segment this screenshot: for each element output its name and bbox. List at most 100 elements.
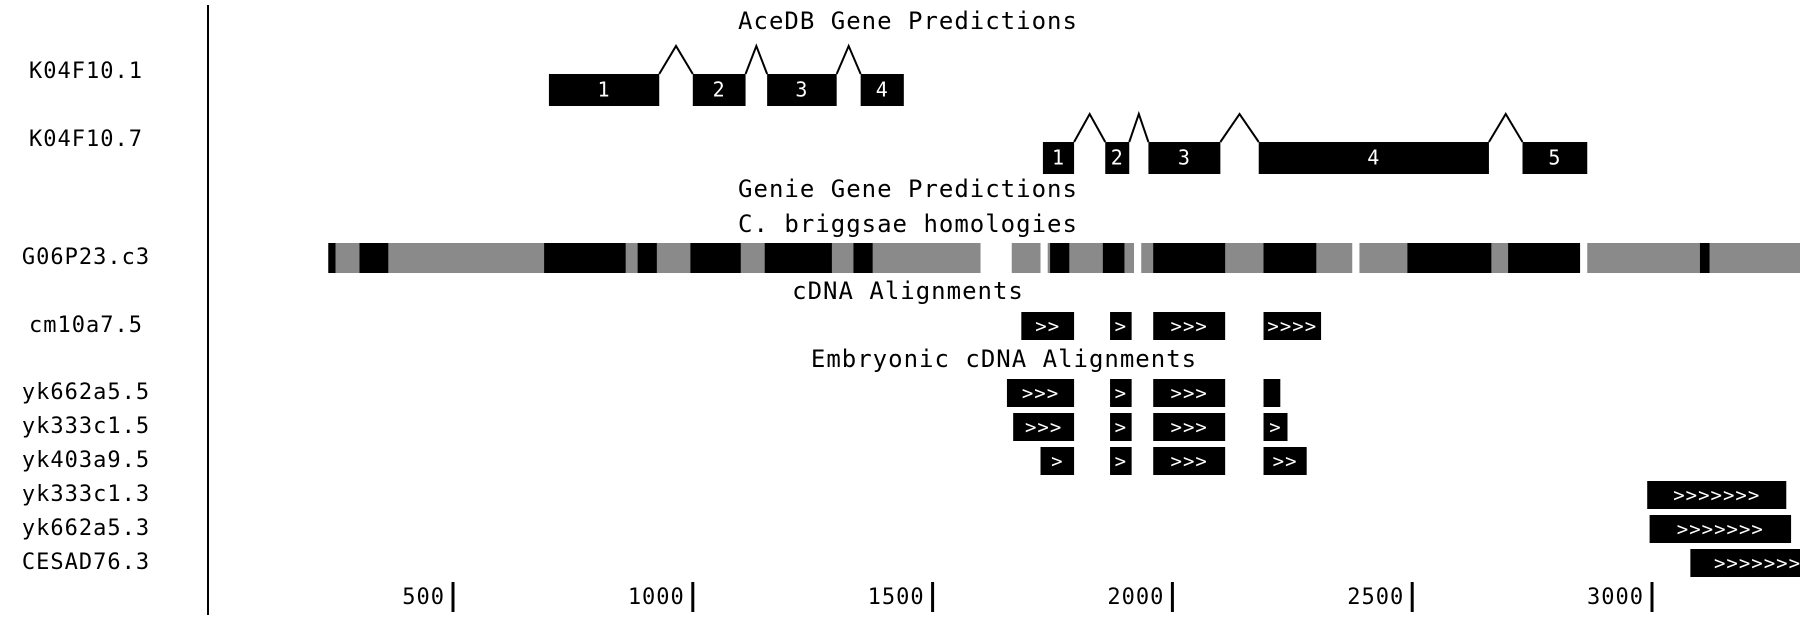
track-label: K04F10.1 <box>29 59 143 84</box>
track-label: cm10a7.5 <box>29 313 143 338</box>
exon-number: 5 <box>1548 146 1561 170</box>
direction-arrows: >>>> <box>1267 316 1317 338</box>
direction-arrows: >>>>>>> <box>1677 519 1764 541</box>
homology-gap <box>980 242 1012 274</box>
alignment-block[interactable] <box>1263 312 1322 340</box>
exon-number: 3 <box>1178 146 1191 170</box>
direction-arrows: > <box>1115 316 1127 338</box>
homology-block[interactable] <box>690 243 741 273</box>
exon-block[interactable] <box>1522 142 1588 174</box>
direction-arrows: >>> <box>1171 451 1208 473</box>
homology-block[interactable] <box>544 243 626 273</box>
alignment-block[interactable] <box>1647 481 1787 509</box>
alignment-block[interactable] <box>1110 379 1132 407</box>
direction-arrows: >> <box>1273 451 1298 473</box>
homology-block[interactable] <box>1508 243 1581 273</box>
exon-block[interactable] <box>692 74 746 106</box>
exon-number: 1 <box>598 78 611 102</box>
alignment-block[interactable] <box>1110 447 1132 475</box>
direction-arrows: >>> <box>1171 417 1208 439</box>
alignment-block[interactable] <box>1021 312 1075 340</box>
intron-line <box>835 43 862 75</box>
scale-tick-label: 2000 <box>1107 585 1164 610</box>
intron-line <box>1219 112 1260 143</box>
alignment-block[interactable] <box>1153 312 1226 340</box>
section-title: Genie Gene Predictions <box>738 175 1078 203</box>
direction-arrows: >>> <box>1025 417 1062 439</box>
direction-arrows: >>> <box>1171 383 1208 405</box>
alignment-block[interactable] <box>1153 413 1226 441</box>
intron-line <box>1128 110 1150 143</box>
intron-line <box>658 44 694 75</box>
alignment-block[interactable] <box>1040 447 1075 475</box>
exon-number: 3 <box>795 78 808 102</box>
direction-arrows: >>> <box>1022 383 1059 405</box>
track-label: yk662a5.5 <box>22 380 150 405</box>
exon-block[interactable] <box>1258 142 1489 174</box>
exon-block[interactable] <box>1148 142 1221 174</box>
homology-gap <box>1580 242 1588 274</box>
direction-arrows: > <box>1115 383 1127 405</box>
exon-number: 2 <box>713 78 726 102</box>
homology-block[interactable] <box>1407 243 1492 273</box>
alignment-block[interactable] <box>1263 447 1307 475</box>
scale-tick-label: 1000 <box>628 585 685 610</box>
alignment-block[interactable] <box>1110 413 1132 441</box>
alignment-block[interactable] <box>1263 379 1281 407</box>
direction-arrows: > <box>1115 417 1127 439</box>
alignment-block[interactable] <box>1110 312 1132 340</box>
track-label: CESAD76.3 <box>22 550 150 575</box>
homology-block[interactable] <box>328 243 336 273</box>
scale-tick-label: 1500 <box>868 585 925 610</box>
alignment-block[interactable] <box>1263 413 1288 441</box>
intron-line <box>1073 111 1107 143</box>
alignment-block[interactable] <box>1153 379 1226 407</box>
alignment-block[interactable] <box>1649 515 1792 543</box>
homology-gap <box>1352 242 1360 274</box>
direction-arrows: > <box>1115 451 1127 473</box>
homology-gap <box>1040 242 1048 274</box>
homology-block[interactable] <box>359 243 389 273</box>
exon-number: 4 <box>876 78 889 102</box>
section-title: C. briggsae homologies <box>738 210 1078 238</box>
track-label: yk403a9.5 <box>22 448 150 473</box>
track-label: yk662a5.3 <box>22 516 150 541</box>
track-label: G06P23.c3 <box>22 245 150 270</box>
intron-line <box>1488 112 1524 143</box>
alignment-block[interactable] <box>1690 549 1800 577</box>
exon-number: 4 <box>1367 146 1380 170</box>
intron-line <box>744 43 769 75</box>
track-label: yk333c1.5 <box>22 414 150 439</box>
homology-block[interactable] <box>1050 243 1070 273</box>
homology-block[interactable] <box>637 243 657 273</box>
homology-block[interactable] <box>1102 243 1125 273</box>
exon-block[interactable] <box>767 74 837 106</box>
alignment-block[interactable] <box>1153 447 1226 475</box>
homology-block[interactable] <box>853 243 873 273</box>
exon-number: 1 <box>1052 146 1065 170</box>
scale-tick-label: 500 <box>402 585 445 610</box>
section-title: Embryonic cDNA Alignments <box>811 345 1197 373</box>
scale-tick-label: 3000 <box>1587 585 1644 610</box>
homology-block[interactable] <box>1153 243 1226 273</box>
alignment-block[interactable] <box>1006 379 1075 407</box>
exon-block[interactable] <box>860 74 904 106</box>
direction-arrows: >>>>>>> <box>1673 485 1760 507</box>
exon-block[interactable] <box>548 74 660 106</box>
track-label: K04F10.7 <box>29 127 143 152</box>
section-title: AceDB Gene Predictions <box>738 7 1078 35</box>
scale-tick-label: 2500 <box>1347 585 1404 610</box>
direction-arrows: > <box>1051 451 1063 473</box>
homology-block[interactable] <box>1699 243 1710 273</box>
direction-arrows: >>> <box>1171 316 1208 338</box>
homology-block[interactable] <box>764 243 832 273</box>
track-label: yk333c1.3 <box>22 482 150 507</box>
exon-block[interactable] <box>1105 142 1130 174</box>
direction-arrows: >> <box>1035 316 1060 338</box>
alignment-block[interactable] <box>1013 413 1075 441</box>
homology-block[interactable] <box>1263 243 1317 273</box>
section-title: cDNA Alignments <box>792 277 1024 305</box>
exon-block[interactable] <box>1042 142 1075 174</box>
